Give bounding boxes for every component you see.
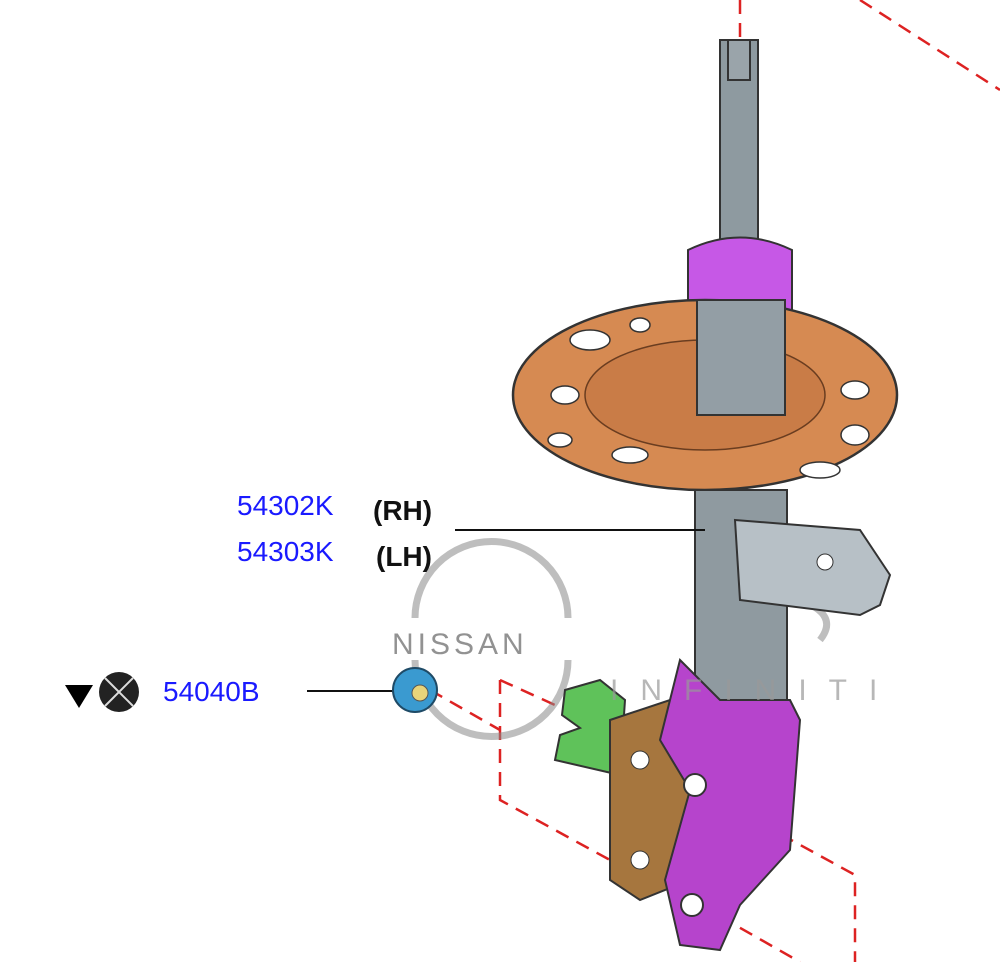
- side-label-lh: (LH): [376, 541, 432, 572]
- non-reusable-part-icon: [99, 672, 139, 712]
- part-link-54302k[interactable]: 54302K: [237, 490, 334, 521]
- brake-hose-clip: [553, 678, 627, 777]
- upper-tube: [696, 299, 786, 416]
- triangle-marker-icon: [65, 685, 93, 708]
- infiniti-watermark-text: INFINITI: [610, 674, 900, 707]
- flange-nut: [392, 667, 438, 713]
- side-label-rh: (RH): [373, 495, 433, 526]
- nissan-watermark-text: NISSAN: [392, 628, 528, 661]
- sensor-bracket: [733, 518, 892, 617]
- part-link-54303k[interactable]: 54303K: [237, 536, 334, 567]
- part-link-54040b[interactable]: 54040B: [163, 676, 260, 707]
